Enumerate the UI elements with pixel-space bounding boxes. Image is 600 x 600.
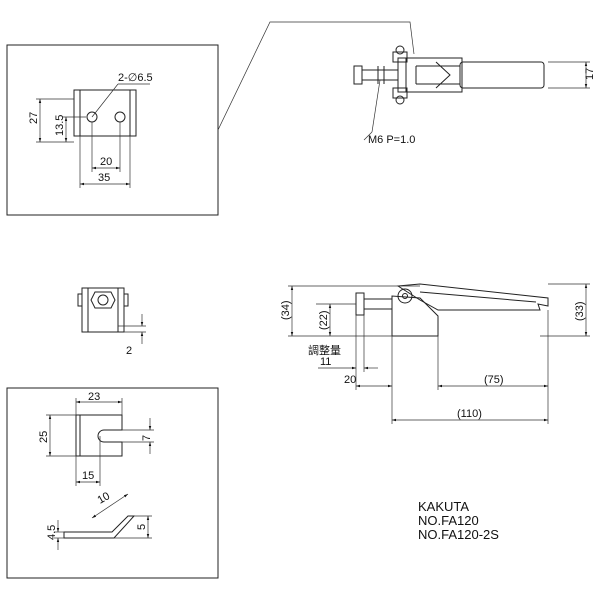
model-number-1: NO.FA120 [418, 513, 479, 528]
detail-leader [217, 21, 415, 131]
side-spindle [355, 292, 365, 316]
detail-hole-right [114, 111, 126, 123]
side-handle [396, 283, 549, 311]
spacer-bent-plate [63, 515, 136, 539]
spacer-dim-bend-length: 10 [96, 490, 113, 507]
end-dim-offset: 2 [126, 345, 132, 357]
detail-dim-height: 27 [28, 112, 40, 124]
spacer-view: 23 25 7 15 10 4.5 5 [6, 387, 219, 579]
top-dim-handle-height: 17 [584, 68, 596, 80]
top-thread-note: M6 P=1.0 [368, 134, 415, 146]
spacer-plate [75, 414, 123, 457]
top-body [397, 57, 463, 93]
spacer-dim-bend-height: 5 [136, 524, 148, 530]
side-dim-total-height: (34) [280, 300, 292, 320]
model-number-2: NO.FA120-2S [418, 527, 499, 542]
spacer-dim-height: 25 [38, 431, 50, 443]
side-body [391, 295, 439, 337]
side-dim-handle-height: (33) [574, 301, 586, 321]
spacer-frame [6, 387, 219, 579]
side-dim-total-length: (110) [457, 408, 482, 420]
spacer-dim-thickness: 4.5 [46, 525, 58, 540]
side-dim-handle-length: (75) [484, 374, 504, 386]
detail-dim-pitch: 20 [100, 156, 112, 168]
detail-bracket [73, 89, 137, 137]
side-dim-spindle-offset: 20 [344, 374, 356, 386]
detail-hole-note: 2-∅6.5 [118, 72, 153, 84]
top-handle [459, 61, 545, 89]
side-dim-spindle-height: (22) [318, 310, 330, 330]
title-block: KAKUTA NO.FA120 NO.FA120-2S [418, 500, 499, 542]
end-body [81, 287, 125, 333]
side-view: (34) (22) (33) 調整量 11 20 (75) (110) [280, 283, 590, 424]
side-dim-adjust: 11 [320, 356, 331, 368]
maker-name: KAKUTA [418, 499, 470, 514]
spacer-dim-slot-depth: 15 [82, 470, 94, 482]
detail-frame [6, 44, 219, 216]
detail-dim-width: 35 [98, 172, 110, 184]
end-view: 2 [77, 287, 146, 357]
side-adjust-label: 調整量 [308, 343, 341, 357]
spacer-dim-slot: 7 [141, 435, 153, 441]
top-spindle-nut [353, 65, 363, 85]
detail-dim-hole-height: 13.5 [54, 115, 66, 136]
spacer-dim-width: 23 [88, 391, 100, 403]
top-view: M6 P=1.0 17 [353, 45, 596, 146]
detail-view: 2-∅6.5 27 13.5 20 35 [6, 21, 415, 216]
